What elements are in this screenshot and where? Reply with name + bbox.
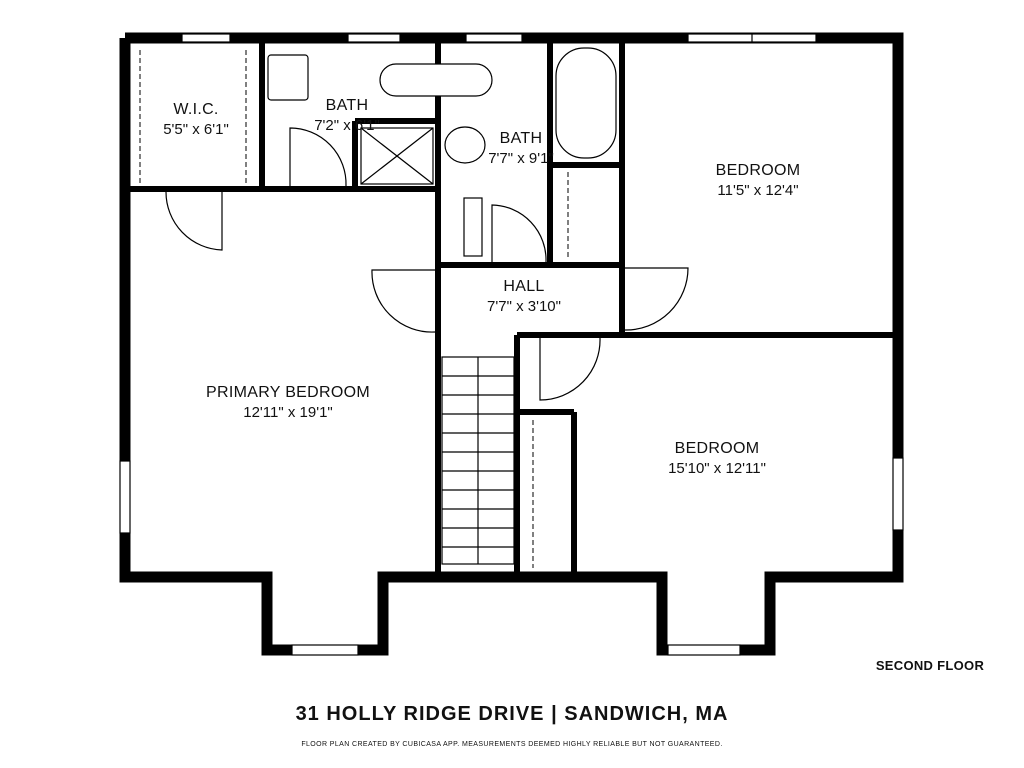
room-name-bath-1: BATH xyxy=(326,97,369,114)
room-name-hall: HALL xyxy=(503,278,544,295)
closets xyxy=(139,50,569,568)
room-dimensions-bath-1: 7'2" x 6'1" xyxy=(314,117,380,134)
floor-label: SECOND FLOOR xyxy=(875,658,985,673)
room-dimensions-primary-bedroom: 12'11" x 19'1" xyxy=(243,404,333,421)
windows xyxy=(119,33,904,656)
exterior-walls xyxy=(119,32,904,656)
stairs xyxy=(441,356,515,565)
room-name-bedroom-ne: BEDROOM xyxy=(716,162,801,179)
room-dimensions-bath-2: 7'7" x 9'1" xyxy=(488,150,554,167)
room-dimensions-hall: 7'7" x 3'10" xyxy=(487,298,561,315)
fixtures xyxy=(267,47,617,257)
room-dimensions-wic: 5'5" x 6'1" xyxy=(163,121,229,138)
room-dimensions-bedroom-se: 15'10" x 12'11" xyxy=(668,460,766,477)
room-name-bath-2: BATH xyxy=(500,130,543,147)
room-name-primary-bedroom: PRIMARY BEDROOM xyxy=(206,384,370,401)
interior-walls xyxy=(125,38,898,572)
room-dimensions-bedroom-ne: 11'5" x 12'4" xyxy=(717,182,798,199)
doors xyxy=(165,127,689,401)
property-address: 31 HOLLY RIDGE DRIVE | SANDWICH, MA xyxy=(295,703,729,725)
room-name-wic: W.I.C. xyxy=(173,101,218,118)
room-name-bedroom-se: BEDROOM xyxy=(675,440,760,457)
disclaimer-text: FLOOR PLAN CREATED BY CUBICASA APP. MEAS… xyxy=(301,741,723,748)
